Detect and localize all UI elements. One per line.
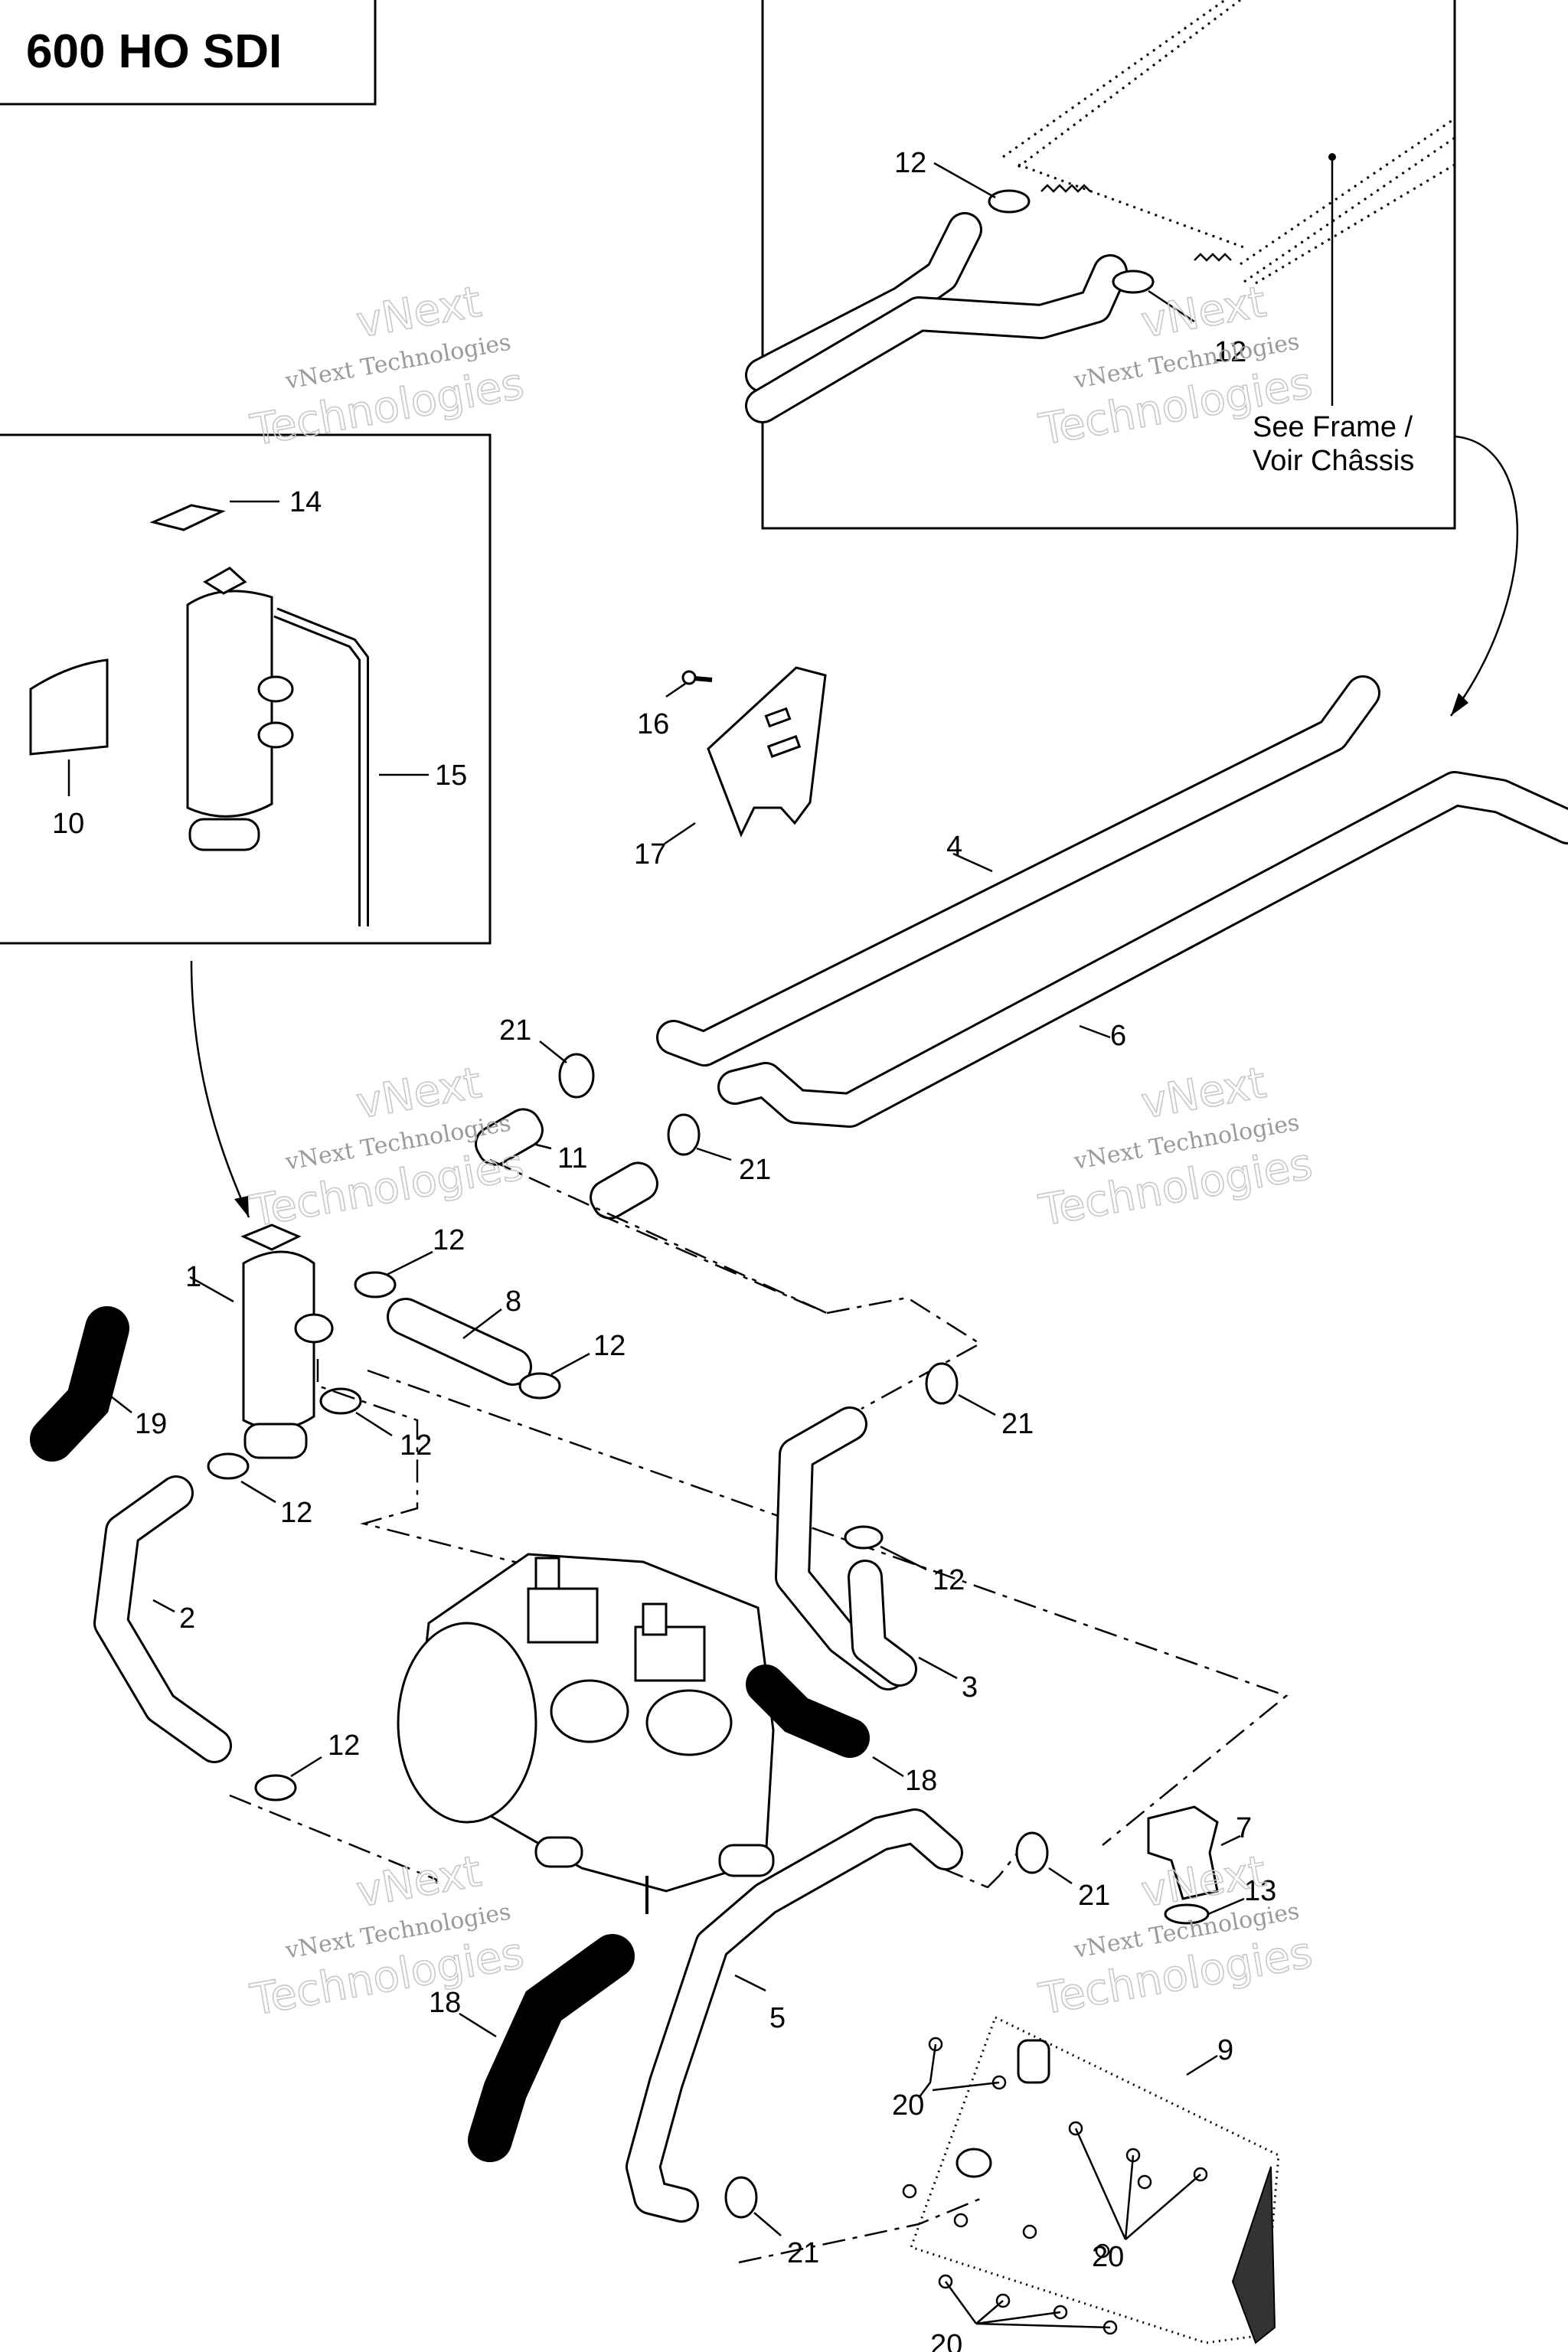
- clamp-icon: [1112, 270, 1155, 294]
- diagram-title: 600 HO SDI: [26, 25, 282, 78]
- clamp-icon: [1015, 1831, 1049, 1874]
- clamp-icon: [207, 1452, 250, 1480]
- clamp-icon: [844, 1525, 884, 1550]
- callout-11: 11: [557, 1142, 587, 1174]
- reservoir-icon: [186, 590, 273, 818]
- watermarks: vNext vNext Technologies Technologies vN…: [247, 276, 1317, 2026]
- clamp-icon: [667, 1113, 701, 1156]
- cap-icon: [149, 504, 226, 531]
- callout-14: 14: [289, 486, 322, 518]
- callout-21: 21: [787, 2237, 819, 2269]
- couplers: 21 11 21: [475, 1014, 828, 1315]
- callout-21: 21: [1078, 1880, 1110, 1912]
- callout-21: 21: [739, 1154, 771, 1186]
- clamp-icon: [254, 1774, 297, 1802]
- callout-10: 10: [52, 808, 84, 840]
- callout-20: 20: [892, 2089, 924, 2122]
- callout-4: 4: [946, 831, 962, 863]
- callout-18: 18: [905, 1765, 937, 1797]
- decal-icon: [29, 658, 109, 756]
- screw-icon: [681, 670, 697, 685]
- routing-lines: [229, 1296, 1289, 2264]
- long-hoses: 4 6: [656, 675, 1568, 1128]
- clamp-icon: [724, 2176, 758, 2219]
- callout-18: 18: [429, 1987, 461, 2019]
- panel-assembly: 9 20 20 20: [892, 2015, 1280, 2352]
- callout-12: 12: [933, 1564, 965, 1596]
- clamp-icon: [558, 1053, 595, 1099]
- bracket-assembly: 16 17: [634, 666, 827, 871]
- callout-7: 7: [1236, 1812, 1252, 1844]
- frame-note-line1: See Frame /: [1253, 411, 1413, 443]
- callout-1: 1: [185, 1261, 201, 1293]
- hose-icon: [468, 1934, 635, 2162]
- clamp-icon: [518, 1372, 561, 1400]
- callout-17: 17: [634, 838, 666, 871]
- clamp-icon: [988, 189, 1031, 214]
- engine: [397, 1553, 775, 1914]
- elbow-assembly: 7 13: [1147, 1805, 1276, 1925]
- callout-12: 12: [1214, 336, 1246, 368]
- hose-icon: [30, 1306, 129, 1462]
- screw-icon: [902, 2037, 1208, 2335]
- callout-20: 20: [1092, 2241, 1124, 2273]
- reservoir-assembly: 1: [185, 1223, 334, 1459]
- frame-note-line2: Voir Châssis: [1253, 445, 1414, 477]
- reservoir-inset: 10 14 15: [0, 433, 492, 945]
- callout-12: 12: [328, 1730, 360, 1762]
- callout-21: 21: [1001, 1408, 1034, 1440]
- callout-12: 12: [593, 1330, 626, 1362]
- callout-2: 2: [179, 1602, 195, 1635]
- hose-8-assembly: 12 8 12 12 12: [207, 1224, 626, 1529]
- callout-19: 19: [135, 1408, 167, 1440]
- callout-16: 16: [637, 708, 669, 740]
- frame-inset: 12 12 See Frame / Voir Châssis: [745, 0, 1456, 530]
- callout-8: 8: [505, 1285, 521, 1318]
- callout-12: 12: [894, 147, 926, 179]
- callout-6: 6: [1110, 1020, 1126, 1052]
- callout-21: 21: [499, 1014, 531, 1047]
- title-box: 600 HO SDI: [0, 0, 377, 106]
- callout-20: 20: [930, 2329, 962, 2352]
- clamp-icon: [925, 1362, 959, 1405]
- bracket-icon: [707, 666, 827, 838]
- callout-5: 5: [769, 2002, 786, 2034]
- callout-3: 3: [962, 1671, 978, 1704]
- callout-12: 12: [280, 1497, 312, 1529]
- clamp-icon: [319, 1387, 362, 1415]
- callout-15: 15: [435, 760, 467, 792]
- callout-9: 9: [1217, 2034, 1233, 2066]
- hose-icon: [746, 1664, 870, 1758]
- frame-arrow: [1449, 435, 1519, 717]
- clamp-icon: [354, 1271, 397, 1298]
- callout-12: 12: [400, 1429, 432, 1462]
- callout-12: 12: [433, 1224, 465, 1256]
- callout-13: 13: [1244, 1875, 1276, 1907]
